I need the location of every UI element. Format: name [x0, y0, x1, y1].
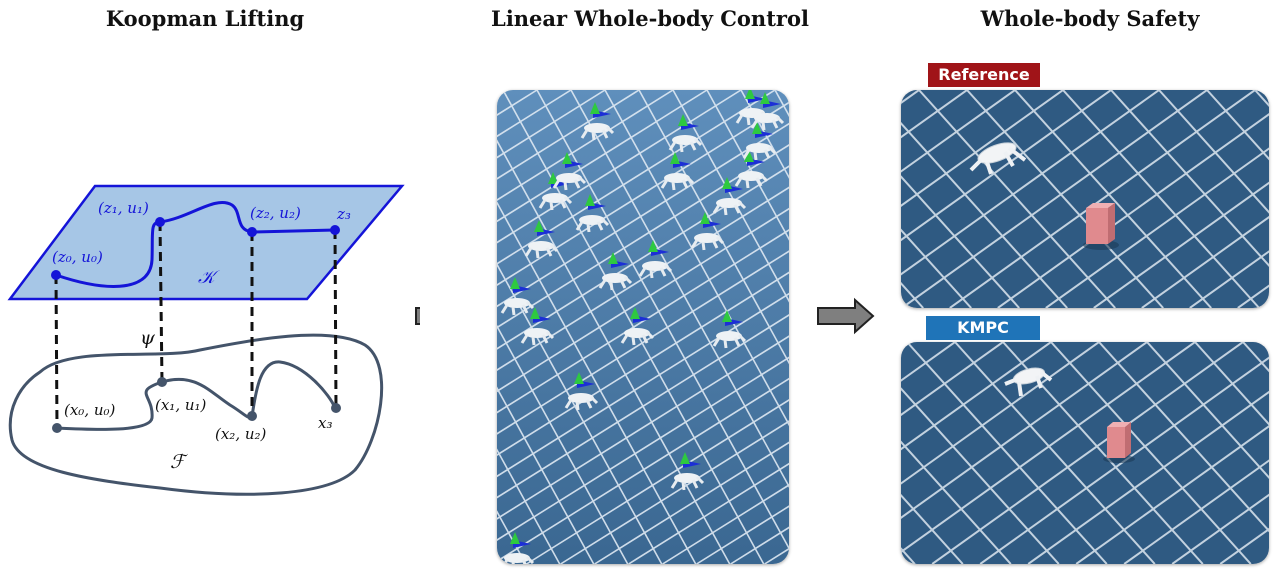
- label-state-space: ℱ: [170, 451, 188, 473]
- label-psi: ψ: [140, 327, 156, 349]
- obstacle-kmpc: [1103, 422, 1135, 463]
- label-z3: z₃: [336, 205, 351, 223]
- label-x0: (x₀, u₀): [64, 401, 116, 419]
- robot-with-command-arrow: [575, 194, 610, 233]
- title-koopman-lifting: Koopman Lifting: [105, 6, 305, 31]
- label-x3: x₃: [318, 414, 332, 432]
- lifted-points: [51, 217, 340, 280]
- label-x2: (x₂, u₂): [215, 425, 267, 443]
- robot-with-command-arrow: [734, 150, 769, 189]
- label-z2: (z₂, u₂): [250, 204, 301, 222]
- title-whole-body-safety: Whole-body Safety: [980, 6, 1200, 31]
- arrow-right-1: [415, 307, 420, 325]
- robot-with-command-arrow: [502, 532, 535, 564]
- robot-with-command-arrow: [712, 177, 747, 216]
- robot-with-command-arrow: [598, 252, 633, 291]
- robot-with-command-arrow: [670, 452, 705, 491]
- state-points: [52, 377, 341, 433]
- robot-with-command-arrow: [538, 172, 573, 211]
- robot-with-command-arrow: [660, 152, 695, 191]
- robot-with-command-arrow: [552, 152, 587, 191]
- lifted-plane: [7, 184, 405, 301]
- robot-with-command-arrow: [500, 277, 535, 316]
- robot-with-command-arrow: [638, 240, 673, 279]
- label-z0: (z₀, u₀): [52, 248, 103, 266]
- reference-simulation: [901, 90, 1269, 308]
- multi-robot-simulation: [497, 90, 789, 564]
- label-z1: (z₁, u₁): [98, 199, 149, 217]
- robot-with-command-arrow: [690, 212, 725, 251]
- robot-with-command-arrow: [520, 307, 555, 346]
- label-x1: (x₁, u₁): [155, 396, 207, 414]
- robot-with-command-arrow: [580, 102, 615, 141]
- robot-with-command-arrow: [750, 92, 785, 131]
- projection-lines: [54, 221, 338, 429]
- robot-with-command-arrow: [564, 372, 599, 411]
- label-lifted-space: 𝒦: [198, 267, 220, 288]
- state-trajectory: [56, 360, 337, 431]
- reference-tag: Reference: [928, 63, 1040, 87]
- arrow-right-2: [817, 297, 875, 335]
- obstacle-reference: [1083, 203, 1119, 250]
- robot-with-command-arrow: [712, 310, 747, 349]
- robot-reference: [969, 142, 1027, 175]
- kmpc-tag: KMPC: [926, 316, 1040, 340]
- koopman-diagram: (z₀, u₀) (z₁, u₁) (z₂, u₂) z₃ 𝒦 (x₀, u₀)…: [7, 184, 420, 496]
- kmpc-simulation: [901, 342, 1269, 564]
- robot-with-command-arrow: [735, 90, 770, 126]
- state-space-boundary: [8, 333, 384, 496]
- robot-kmpc: [1004, 367, 1053, 397]
- title-linear-control: Linear Whole-body Control: [491, 6, 809, 31]
- robot-with-command-arrow: [524, 220, 559, 259]
- robot-with-command-arrow: [620, 307, 655, 346]
- robot-with-command-arrow: [668, 114, 703, 153]
- robot-with-command-arrow: [742, 122, 777, 161]
